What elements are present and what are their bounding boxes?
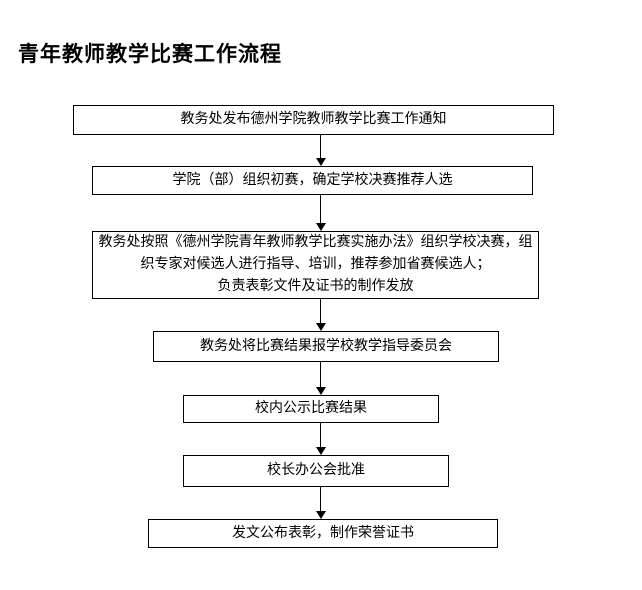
arrow-line bbox=[320, 195, 321, 225]
flow-step-3-line-1: 教务处按照《德州学院青年教师教学比赛实施办法》组织学校决赛，组 bbox=[98, 235, 533, 250]
arrow-line bbox=[320, 299, 321, 325]
flow-arrow-6 bbox=[315, 487, 326, 519]
arrow-down-icon bbox=[315, 447, 326, 455]
flow-step-7-label: 发文公布表彰，制作荣誉证书 bbox=[232, 525, 414, 541]
flow-step-6-label: 校长办公会批准 bbox=[267, 463, 365, 478]
arrow-down-icon bbox=[315, 223, 326, 231]
flow-arrow-3 bbox=[315, 299, 326, 331]
arrow-line bbox=[320, 487, 321, 513]
flow-step-7: 发文公布表彰，制作荣誉证书 bbox=[148, 519, 498, 548]
arrow-down-icon bbox=[315, 323, 326, 331]
flow-arrow-2 bbox=[315, 195, 326, 231]
flow-step-3: 教务处按照《德州学院青年教师教学比赛实施办法》组织学校决赛，组 织专家对候选人进… bbox=[92, 231, 539, 299]
flow-step-6: 校长办公会批准 bbox=[183, 455, 449, 487]
flow-arrow-1 bbox=[315, 135, 326, 166]
flow-arrow-4 bbox=[315, 362, 326, 395]
flow-step-5-label: 校内公示比赛结果 bbox=[255, 401, 367, 416]
flow-step-3-line-2: 织专家对候选人进行指导、培训，推荐参加省赛候选人； bbox=[140, 257, 491, 272]
flow-step-4-label: 教务处将比赛结果报学校教学指导委员会 bbox=[200, 338, 452, 354]
page-title: 青年教师教学比赛工作流程 bbox=[18, 42, 282, 66]
flow-step-5: 校内公示比赛结果 bbox=[183, 395, 439, 423]
flow-step-1: 教务处发布德州学院教师教学比赛工作通知 bbox=[73, 105, 554, 135]
flow-step-2: 学院（部）组织初赛，确定学校决赛推荐人选 bbox=[92, 166, 533, 195]
flow-step-4: 教务处将比赛结果报学校教学指导委员会 bbox=[153, 331, 499, 362]
arrow-line bbox=[320, 423, 321, 449]
flow-step-3-line-3: 负责表彰文件及证书的制作发放 bbox=[217, 279, 414, 294]
arrow-line bbox=[320, 362, 321, 389]
flow-step-2-label: 学院（部）组织初赛，确定学校决赛推荐人选 bbox=[172, 172, 453, 188]
arrow-down-icon bbox=[315, 387, 326, 395]
arrow-down-icon bbox=[315, 158, 326, 166]
arrow-down-icon bbox=[315, 511, 326, 519]
arrow-line bbox=[320, 135, 321, 160]
flow-arrow-5 bbox=[315, 423, 326, 455]
flow-step-1-label: 教务处发布德州学院教师教学比赛工作通知 bbox=[180, 112, 447, 127]
